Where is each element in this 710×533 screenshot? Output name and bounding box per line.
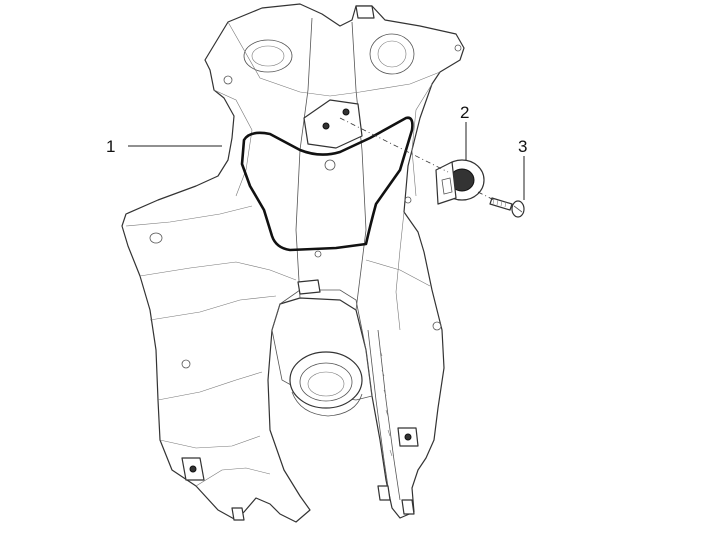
right-rail-left: [367, 329, 391, 501]
callout-label-1: 1: [106, 137, 115, 156]
cap-ring-outer: [289, 351, 363, 409]
mount-hole-left-mid: [181, 359, 191, 369]
screw-thread: [492, 198, 507, 208]
mount-hole-top-right: [454, 44, 462, 52]
body-contour-7: [159, 435, 261, 449]
body-contour-2: [139, 261, 297, 281]
right-rail-right: [377, 329, 401, 501]
mount-hole-right-upper: [404, 196, 412, 204]
rubber-seal: [240, 116, 414, 252]
left-gauge-recess-inner: [251, 45, 285, 67]
body-contour-8: [195, 467, 271, 487]
body-contour-6: [157, 371, 263, 401]
clamp-body: [435, 161, 457, 205]
cap-ring-mid: [299, 362, 353, 402]
assembly-line-bracket-to-clamp: [339, 117, 449, 173]
clamp-slot: [441, 177, 453, 195]
mount-hole-right: [432, 321, 442, 331]
body-contour-3: [149, 295, 277, 321]
cap-ring-base: [291, 391, 363, 417]
assembly-line-clamp-to-screw: [477, 191, 495, 201]
center-ridge-right: [351, 21, 367, 311]
screw-part: [489, 197, 525, 218]
mount-hole-left: [149, 232, 163, 244]
center-screw-hole: [324, 159, 336, 171]
lower-left-tab-hole: [189, 465, 197, 473]
right-shoulder-line: [411, 83, 433, 197]
callout-label-3: 3: [518, 137, 527, 156]
right-gauge-recess: [369, 33, 415, 75]
tunnel-tab: [297, 279, 321, 295]
tunnel-outline: [271, 289, 373, 401]
front-panel-part: [121, 3, 465, 523]
clamp-part: [435, 159, 485, 205]
bottom-left-clip: [231, 507, 245, 521]
screw-shaft: [489, 197, 513, 211]
body-contour-1: [125, 205, 253, 227]
top-crossline: [227, 21, 441, 97]
mount-hole-top-left: [223, 75, 233, 85]
bracket-bolt-lower: [322, 122, 330, 130]
right-gauge-recess-inner: [377, 40, 407, 68]
bracket-bolt-upper: [342, 108, 350, 116]
cap-ring-inner: [307, 371, 345, 397]
left-shoulder-line: [213, 89, 253, 197]
lower-right-tab-hole: [404, 433, 412, 441]
callout-label-2: 2: [460, 103, 469, 122]
top-clip: [355, 5, 375, 19]
bottom-right-clip-2: [401, 499, 415, 515]
bottom-right-clip: [377, 485, 391, 501]
screw-head-slot: [513, 205, 523, 213]
right-rail-studs: [379, 349, 393, 457]
left-gauge-recess: [243, 39, 293, 73]
mount-hole-upper-mid: [314, 250, 322, 258]
body-contour-4: [395, 211, 405, 331]
body-contour-5: [365, 259, 431, 287]
